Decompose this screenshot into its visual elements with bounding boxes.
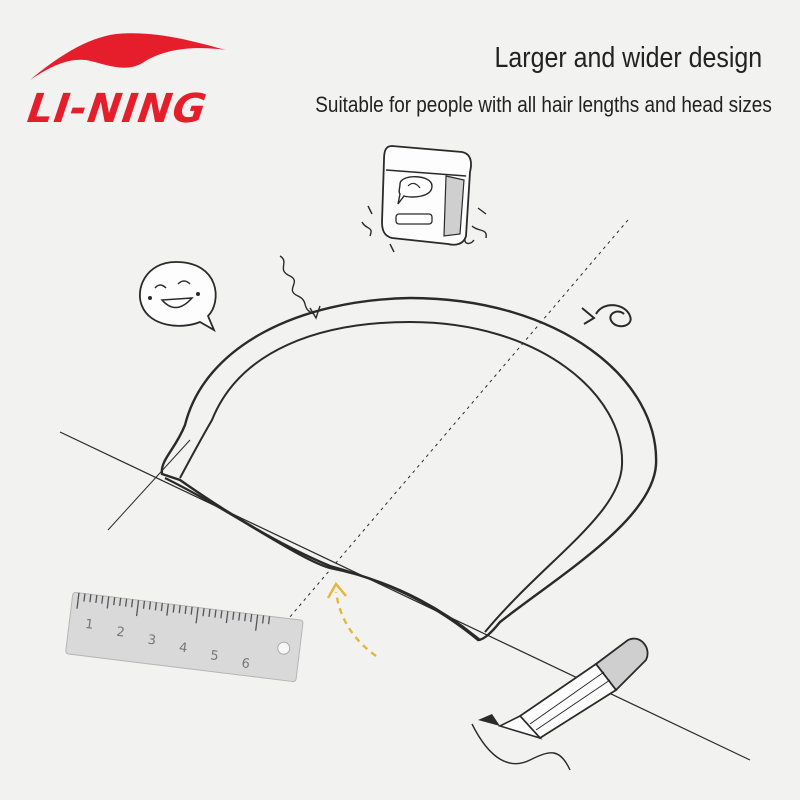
cap-outer-outline — [160, 296, 658, 642]
cap-inner-outline — [179, 320, 624, 633]
ruler-mark: 1 — [84, 617, 94, 633]
pencil-icon — [471, 637, 649, 771]
ruler-mark: 2 — [116, 625, 126, 641]
ruler-mark: 5 — [209, 648, 219, 664]
subline: Suitable for people with all hair length… — [315, 92, 772, 117]
indicator-arrow-icon — [326, 581, 377, 657]
brand-logo: LI-NING — [25, 28, 236, 132]
rotate-arrow-icon — [581, 304, 632, 328]
ruler-icon: 1 2 3 4 5 6 — [65, 591, 304, 683]
dashed-guide-line — [271, 219, 629, 639]
smiley-speech-bubble-icon — [138, 261, 217, 333]
base-guide-line — [59, 431, 751, 761]
headline: Larger and wider design — [494, 42, 762, 74]
squiggle-arrow-icon — [279, 255, 315, 315]
ruler-mark: 3 — [147, 633, 157, 649]
left-guide-line — [107, 439, 191, 531]
ruler-mark: 6 — [241, 656, 251, 672]
brand-swoosh-icon — [30, 33, 226, 80]
cap-bottom-edge — [164, 477, 481, 641]
ruler-mark: 4 — [178, 641, 188, 657]
shampoo-bottle-icon — [361, 145, 487, 253]
